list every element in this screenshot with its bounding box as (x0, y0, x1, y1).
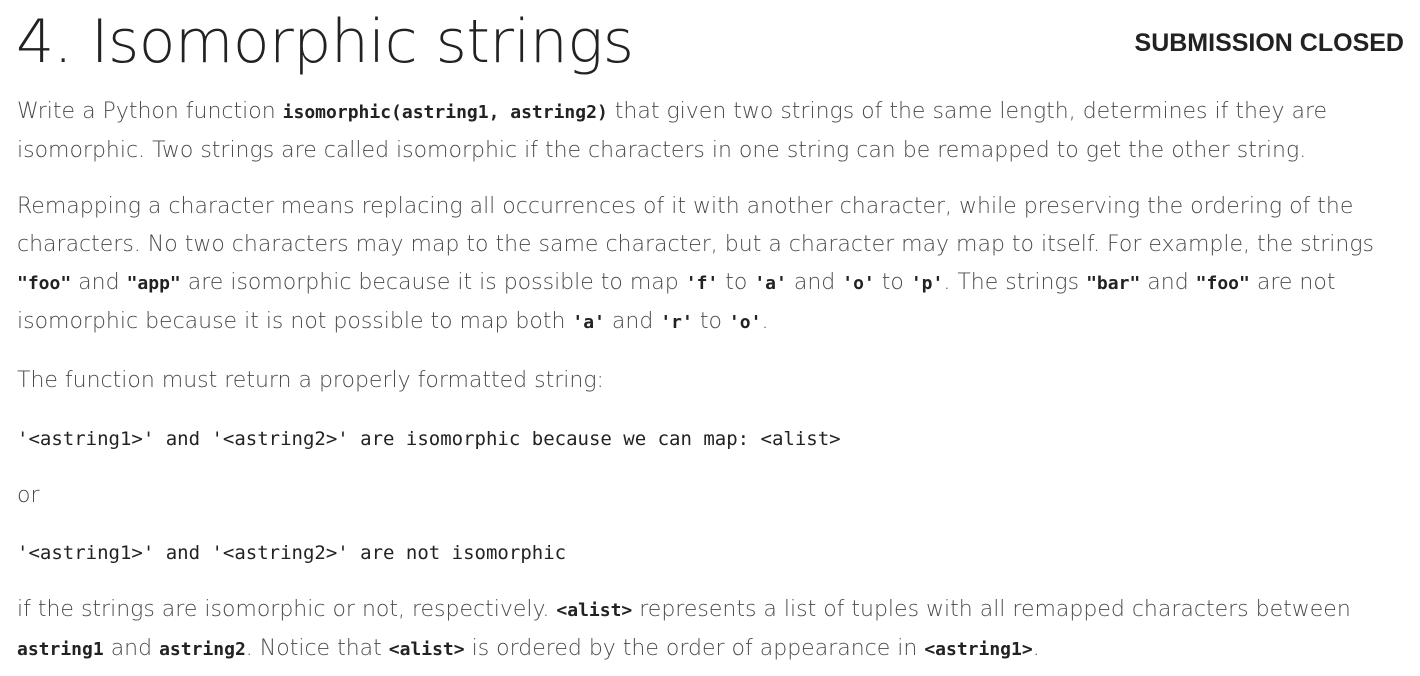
alist-text-5: is ordered by the order of appearance in (464, 636, 925, 661)
remap-text-9: are not isomorphic because it is not pos… (17, 270, 1336, 334)
or-separator: or (17, 483, 40, 508)
remap-text-10: and (604, 309, 661, 334)
problem-description: Write a Python function isomorphic(astri… (17, 93, 1412, 669)
alist-explanation-paragraph: if the strings are isomorphic or not, re… (17, 591, 1412, 669)
code-o: 'o' (842, 273, 875, 294)
code-astring2: astring2 (159, 639, 246, 660)
code-astring1-placeholder: <astring1> (924, 639, 1033, 660)
function-signature-code: isomorphic(astring1, astring2) (282, 102, 608, 123)
alist-text-6: . (1032, 636, 1040, 661)
code-a: 'a' (754, 273, 787, 294)
submission-status-label: SUBMISSION CLOSED (1134, 29, 1404, 57)
code-app: "app" (126, 273, 181, 294)
page-title: 4. Isomorphic strings (16, 7, 634, 77)
code-alist-2: <alist> (388, 639, 465, 660)
remap-text-8: and (1140, 270, 1196, 295)
remap-text-6: to (874, 270, 911, 295)
code-bar: "bar" (1086, 273, 1141, 294)
code-foo: "foo" (17, 273, 72, 294)
code-f: 'f' (685, 273, 719, 294)
remap-text-11: to (692, 309, 729, 334)
alist-text-4: . Notice that (245, 636, 389, 661)
remap-text-3: are isomorphic because it is possible to… (180, 270, 686, 295)
not-isomorphic-output-format: '<astring1>' and '<astring2>' are not is… (17, 542, 567, 564)
remap-text-1: Remapping a character means replacing al… (17, 194, 1374, 257)
code-o-2: 'o' (728, 312, 762, 333)
alist-text-1: if the strings are isomorphic or not, re… (17, 597, 557, 622)
code-astring1: astring1 (17, 639, 104, 660)
remapping-paragraph: Remapping a character means replacing al… (17, 188, 1412, 342)
remap-text-7: . The strings (943, 270, 1087, 295)
isomorphic-output-format: '<astring1>' and '<astring2>' are isomor… (17, 428, 841, 450)
code-a-2: 'a' (572, 312, 605, 333)
code-foo-2: "foo" (1195, 273, 1250, 294)
alist-text-2: represents a list of tuples with all rem… (632, 597, 1351, 622)
code-alist: <alist> (556, 600, 633, 621)
remap-text-5: and (786, 270, 843, 295)
intro-text-1: Write a Python function (17, 99, 283, 124)
intro-paragraph: Write a Python function isomorphic(astri… (17, 93, 1412, 170)
intro-text-2: that given two strings of the same lengt… (17, 99, 1328, 163)
remap-text-12: . (761, 309, 769, 334)
remap-text-4: to (718, 270, 755, 295)
remap-text-2: and (71, 270, 127, 295)
return-format-paragraph: The function must return a properly form… (17, 368, 604, 393)
code-p: 'p' (910, 273, 944, 294)
code-r: 'r' (660, 312, 693, 333)
alist-text-3: and (103, 636, 160, 661)
